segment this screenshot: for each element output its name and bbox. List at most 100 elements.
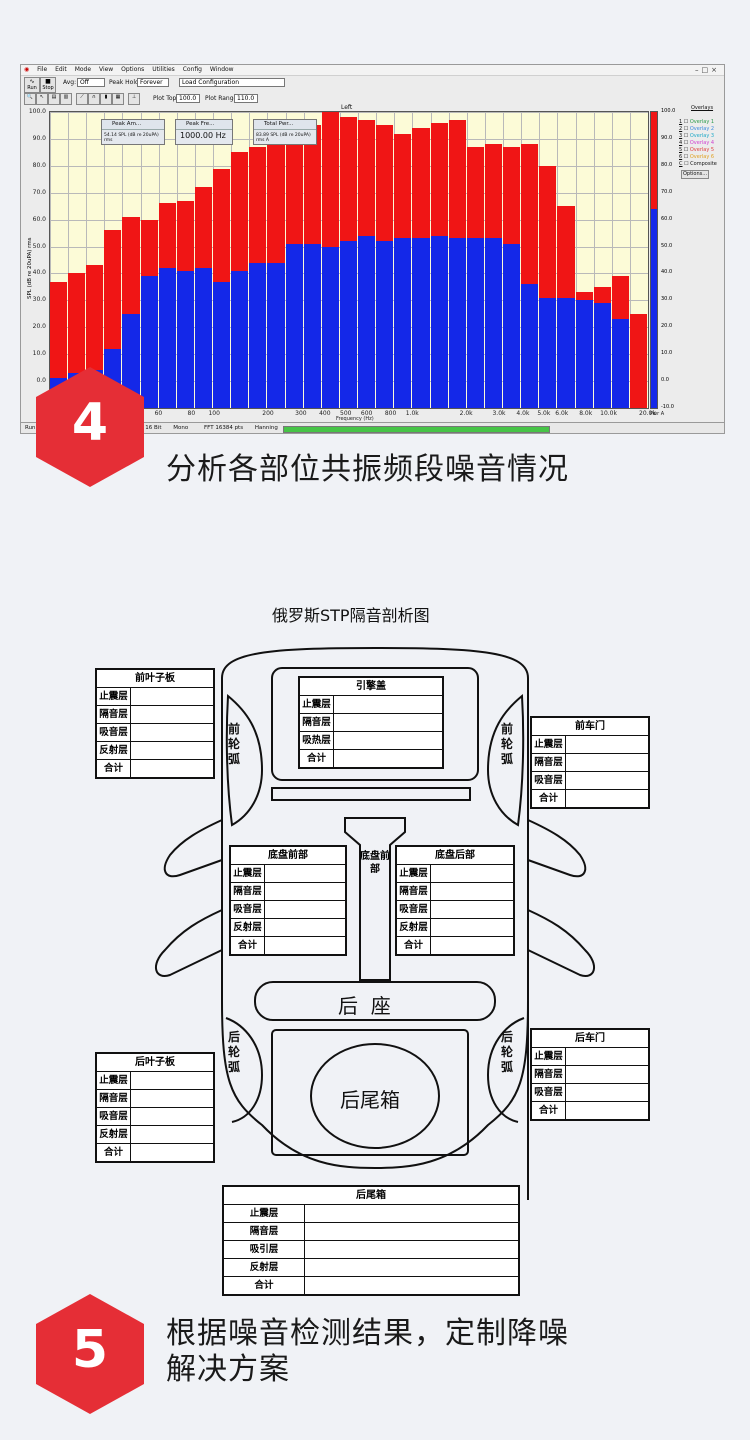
table-row-label: 反射层 (97, 742, 131, 759)
tool-a-icon[interactable]: ▤ (48, 93, 60, 105)
level-meter-tick: 60.0 (661, 215, 673, 222)
current-bar (176, 270, 194, 408)
table-row: 吸引层 (224, 1241, 518, 1259)
x-tick-label: 800 (384, 410, 397, 417)
status-window: Hanning (254, 425, 278, 431)
bars-tool-icon[interactable]: ▮ (100, 93, 112, 105)
overlay-item[interactable]: 5 ☐ Overlay 5 (679, 147, 724, 154)
overlay-item[interactable]: 2 ☐ Overlay 2 (679, 126, 724, 133)
overlay-item[interactable]: C ☐ Composite (679, 161, 724, 168)
load-configuration-select[interactable]: Load Configuration (179, 78, 285, 87)
x-tick-label: 60 (154, 410, 163, 417)
avg-label: Avg: (63, 79, 77, 86)
table-row-label: 合计 (300, 750, 334, 767)
overlay-label: Composite (690, 161, 717, 167)
diagram-title: 俄罗斯STP隔音剖析图 (272, 606, 430, 625)
table-row-label: 止震层 (231, 865, 265, 882)
overlay-label: Overlay 3 (689, 133, 715, 139)
menu-options[interactable]: Options (121, 66, 145, 73)
current-bar (376, 241, 394, 408)
current-bar (394, 238, 412, 408)
pin-tool-icon[interactable]: ⊥ (128, 93, 140, 105)
table-title: 前车门 (532, 718, 648, 736)
table-row: 隔音层 (532, 754, 648, 772)
level-meter (650, 111, 658, 409)
x-tick-label: 600 (360, 410, 373, 417)
table-row-label: 合计 (97, 1144, 131, 1161)
plot-range-input[interactable]: 110.0 (234, 94, 258, 103)
level-meter-tick: 80.0 (661, 161, 673, 168)
total-power-panel[interactable]: Total Pwr... 83.89 SPL (dB re 20uPA) rms… (253, 119, 317, 145)
spectrum-tool-icon[interactable]: ▦ (112, 93, 124, 105)
menu-window[interactable]: Window (209, 66, 234, 73)
peak-amplitude-panel[interactable]: Peak Am... 54.14 SPL (dB re 20uPA) rms (101, 119, 165, 145)
x-axis-label: Frequency (Hz) (336, 416, 374, 422)
menu-utilities[interactable]: Utilities (152, 66, 175, 73)
menu-config[interactable]: Config (182, 66, 202, 73)
level-meter-tick: 40.0 (661, 269, 673, 276)
table-row: 吸音层 (231, 901, 345, 919)
zoom-icon[interactable]: 🔍 (24, 93, 36, 105)
table-row: 反射层 (97, 1126, 213, 1144)
checkbox-icon[interactable]: ☐ (682, 147, 690, 153)
table-row: 合计 (300, 750, 442, 767)
overlay-id: 5 (679, 147, 683, 153)
checkbox-icon[interactable]: ☐ (682, 119, 690, 125)
overlay-item[interactable]: 1 ☐ Overlay 1 (679, 119, 724, 126)
table-row: 止震层 (300, 696, 442, 714)
table-rear-door: 后车门止震层隔音层吸音层合计 (530, 1028, 650, 1121)
y-tick-label: 20.0 (32, 323, 46, 331)
menu-file[interactable]: File (37, 66, 48, 73)
table-row: 合计 (97, 1144, 213, 1161)
overlay-item[interactable]: 3 ☐ Overlay 3 (679, 133, 724, 140)
table-title: 底盘后部 (397, 847, 513, 865)
table-title: 后尾箱 (224, 1187, 518, 1205)
peak-hold-select[interactable]: Forever (137, 78, 169, 87)
x-tick-label: 4.0k (516, 410, 530, 417)
curve-tool-icon[interactable]: ∩ (88, 93, 100, 105)
cursor-icon[interactable]: ↖ (36, 93, 48, 105)
table-front-fender: 前叶子板止震层隔音层吸音层反射层合计 (95, 668, 215, 779)
x-tick-label: 80 (187, 410, 196, 417)
table-row-label: 吸音层 (97, 1108, 131, 1125)
tool-b-icon[interactable]: ▥ (60, 93, 72, 105)
overlay-options-button[interactable]: Options... (681, 170, 709, 179)
run-button[interactable]: ∿Run (24, 77, 40, 93)
grid-vline (629, 112, 631, 408)
app-logo-icon: ◉ (24, 66, 30, 73)
window-controls[interactable]: –□× (695, 66, 720, 74)
current-bar (194, 268, 213, 408)
level-meter-label: Pwr A (650, 411, 665, 417)
line-tool-icon[interactable]: ⟋ (76, 93, 88, 105)
level-meter-tick: -10.0 (661, 404, 674, 410)
table-row-label: 止震层 (97, 1072, 131, 1089)
current-bar (122, 313, 140, 408)
checkbox-icon[interactable]: ☐ (682, 154, 690, 160)
checkbox-icon[interactable]: ☐ (682, 133, 690, 139)
level-meter-tick: 10.0 (661, 350, 673, 357)
table-row: 隔音层 (224, 1223, 518, 1241)
status-channel: Mono (173, 425, 189, 431)
menu-view[interactable]: View (98, 66, 114, 73)
overlay-id: 6 (679, 154, 683, 160)
table-row: 止震层 (231, 865, 345, 883)
checkbox-icon[interactable]: ☐ (682, 140, 690, 146)
spectrum-plot[interactable] (49, 111, 649, 409)
overlays-title: Overlays (691, 105, 714, 111)
avg-select[interactable]: Off (77, 78, 105, 87)
table-title: 底盘前部 (231, 847, 345, 865)
menu-edit[interactable]: Edit (55, 66, 67, 73)
menu-mode[interactable]: Mode (74, 66, 92, 73)
overlay-item[interactable]: 6 ☐ Overlay 6 (679, 154, 724, 161)
plot-top-input[interactable]: 100.0 (176, 94, 200, 103)
table-row: 隔音层 (231, 883, 345, 901)
current-bar (521, 284, 539, 408)
peak-frequency-panel[interactable]: Peak Fre... 1000.00 Hz (175, 119, 233, 145)
current-bar (249, 262, 267, 408)
overlay-item[interactable]: 4 ☐ Overlay 4 (679, 140, 724, 147)
checkbox-icon[interactable]: ☐ (682, 126, 690, 132)
checkbox-icon[interactable]: ☐ (682, 161, 691, 167)
table-row-label: 吸引层 (224, 1241, 305, 1258)
stop-button[interactable]: ■Stop (40, 77, 56, 93)
